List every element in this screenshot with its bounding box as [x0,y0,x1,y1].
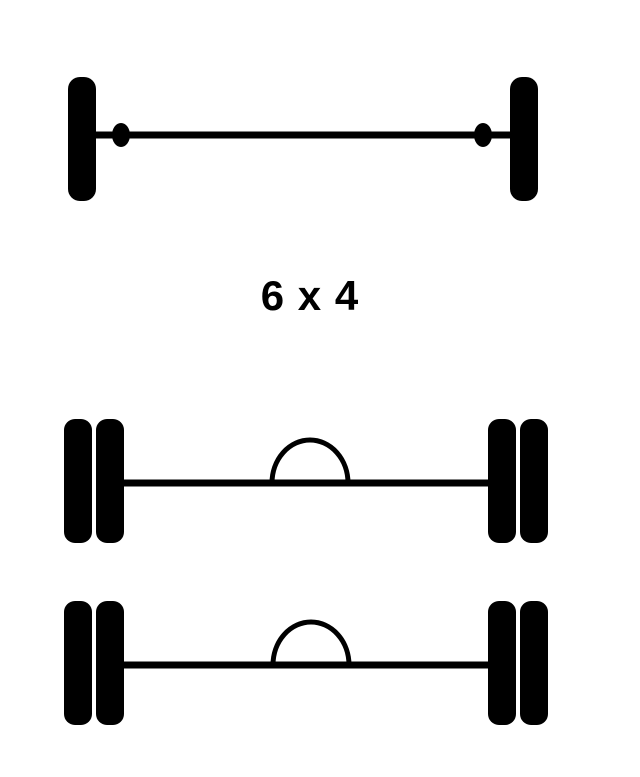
rear-axle-2-right-inner-wheel [488,601,516,725]
rear-axle-1-right-outer-wheel [520,419,548,543]
rear-axle-1-left-inner-wheel [96,419,124,543]
rear-axle-1-differential [269,437,351,484]
front-right-kingpin [474,123,492,147]
rear-axle-2-left-outer-wheel [64,601,92,725]
front-steer-axle [68,77,538,201]
axle-configuration-label: 6 x 4 [260,272,360,319]
rear-axle-1-left-outer-wheel [64,419,92,543]
front-right-wheel [510,77,538,201]
rear-axle-2-differential [270,619,352,666]
rear-axle-2-left-inner-wheel [96,601,124,725]
rear-axle-2-right-outer-wheel [520,601,548,725]
rear-drive-axle-2 [64,601,548,725]
front-left-kingpin [112,123,130,147]
rear-axle-1-right-inner-wheel [488,419,516,543]
front-left-wheel [68,77,96,201]
rear-drive-axle-1 [64,419,548,543]
